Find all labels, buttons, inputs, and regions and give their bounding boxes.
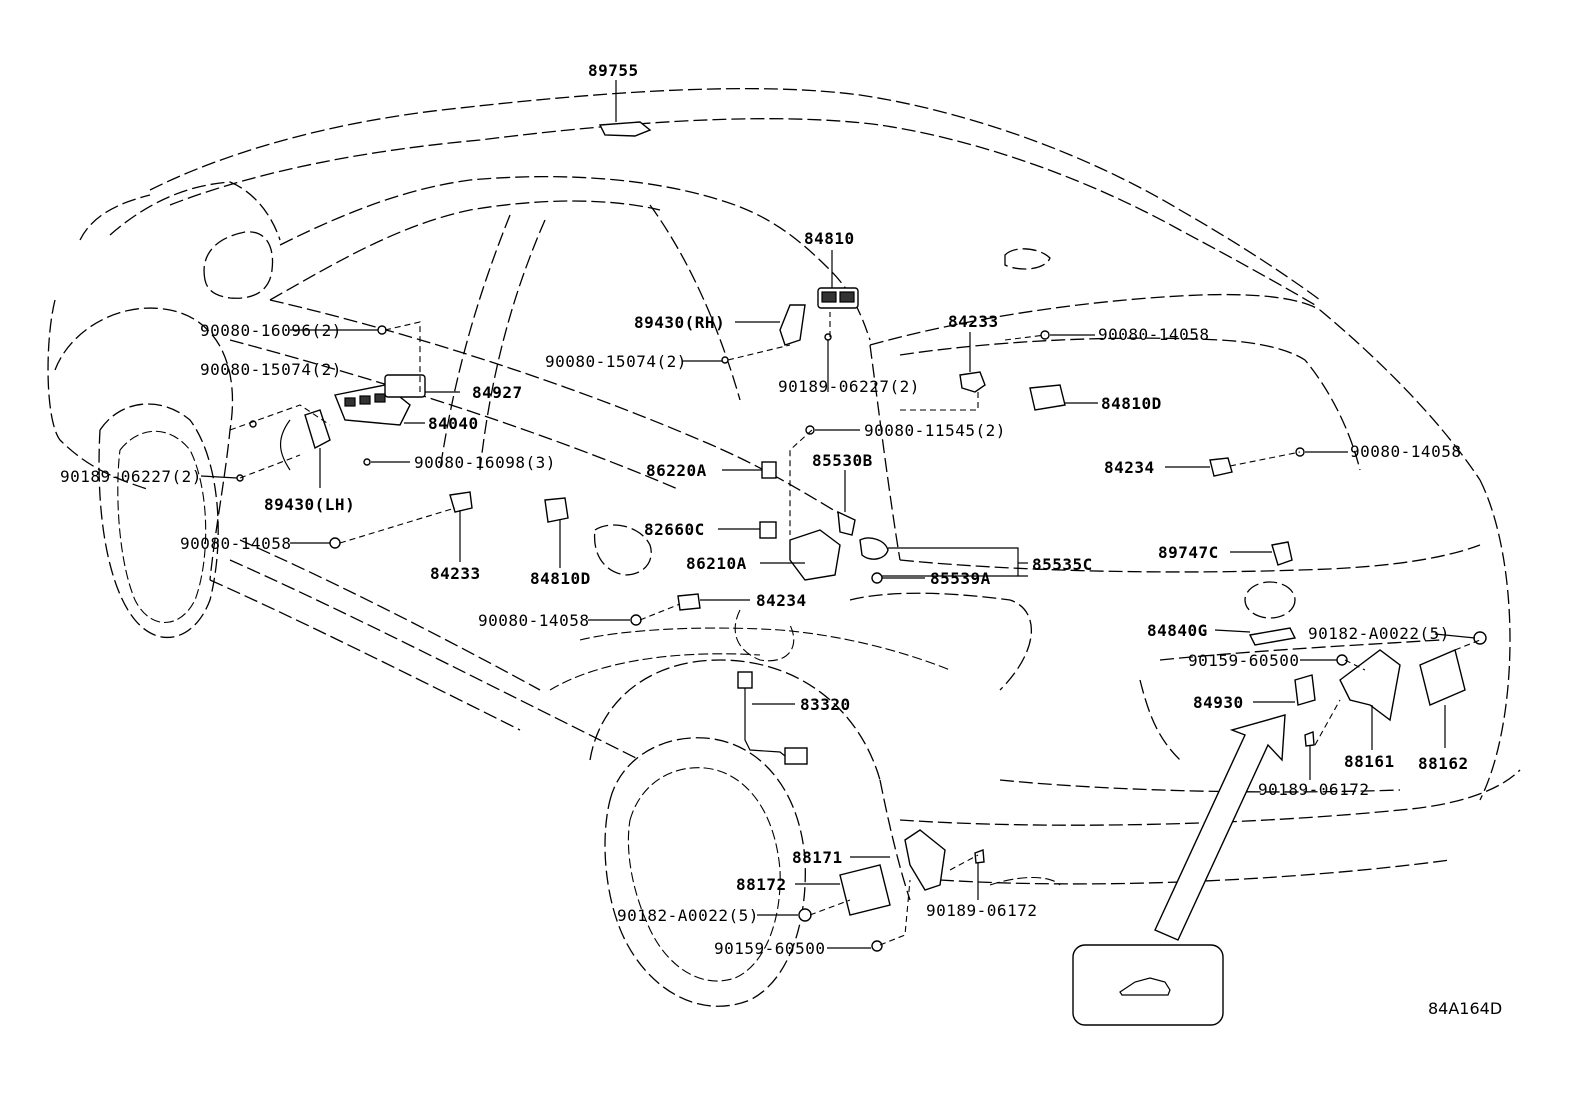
module-88172	[839, 864, 891, 916]
label-90189-06172-rh: 90189-06172	[1258, 780, 1369, 799]
switch-84840g	[1248, 627, 1297, 646]
switch-84233-rh	[959, 371, 986, 393]
sensor-89430-lh	[304, 409, 331, 450]
part-85530b	[837, 510, 856, 536]
label-89755: 89755	[588, 61, 639, 80]
sensor-83320-harness	[744, 680, 791, 761]
label-86210a: 86210A	[686, 554, 747, 573]
label-89747c: 89747C	[1158, 543, 1219, 562]
module-86210a	[789, 529, 841, 581]
switch-84234-lh	[677, 593, 701, 611]
label-90189-06227-rh: 90189-06227(2)	[778, 377, 920, 396]
label-90080-16098: 90080-16098(3)	[414, 453, 556, 472]
label-88162: 88162	[1418, 754, 1469, 773]
label-90159-60500-rh: 90159-60500	[1188, 651, 1299, 670]
label-90080-14058-lh2: 90080-14058	[478, 611, 589, 630]
label-90080-11545: 90080-11545(2)	[864, 421, 1006, 440]
label-84810: 84810	[804, 229, 855, 248]
clip-90189-06172-lh	[974, 849, 985, 864]
label-83320: 83320	[800, 695, 851, 714]
label-88172: 88172	[736, 875, 787, 894]
label-89430-rh: 89430(RH)	[634, 313, 725, 332]
screw-90080-16096	[377, 325, 387, 335]
module-88162	[1419, 649, 1466, 706]
part-86220a	[761, 461, 777, 479]
part-84930	[1294, 674, 1316, 706]
label-82660c: 82660C	[644, 520, 705, 539]
label-85539a: 85539A	[930, 569, 991, 588]
switch-84234-rh	[1209, 457, 1233, 477]
screw-90080-11545	[805, 425, 815, 435]
diagram-code: 84A164D	[1428, 999, 1502, 1018]
view-direction-arrow	[1154, 714, 1286, 941]
part-82660c	[759, 521, 777, 539]
label-84040: 84040	[428, 414, 479, 433]
label-89430-lh: 89430(LH)	[264, 495, 355, 514]
screw-90080-16098	[363, 458, 371, 466]
bolt-90159-lh	[871, 940, 883, 952]
label-90080-14058-rh: 90080-14058	[1098, 325, 1209, 344]
sensor-89430-rh	[779, 304, 806, 346]
label-84840g: 84840G	[1147, 621, 1208, 640]
leader-lines	[200, 80, 1481, 949]
switch-84810d-rh	[1029, 384, 1066, 411]
view-inset-box	[1072, 944, 1224, 1026]
parts-drawings	[236, 121, 1487, 952]
label-90182-a0022-rh: 90182-A0022(5)	[1308, 624, 1450, 643]
label-86220a: 86220A	[646, 461, 707, 480]
label-90189-06227-lh: 90189-06227(2)	[60, 467, 202, 486]
label-85535c: 85535C	[1032, 555, 1093, 574]
label-84810d-rh: 84810D	[1101, 394, 1162, 413]
screw-90080-14058-lh2	[630, 614, 642, 626]
bracket-88161	[1339, 649, 1401, 722]
antenna-89755	[598, 121, 652, 137]
switch-84810d-lh	[544, 497, 569, 523]
label-84930: 84930	[1193, 693, 1244, 712]
label-84233-lh: 84233	[430, 564, 481, 583]
label-88171: 88171	[792, 848, 843, 867]
label-85530b: 85530B	[812, 451, 873, 470]
label-84927: 84927	[472, 383, 523, 402]
car-silhouette-icon	[1119, 977, 1171, 996]
label-90080-15074-rh: 90080-15074(2)	[545, 352, 687, 371]
label-90182-a0022-lh: 90182-A0022(5)	[617, 906, 759, 925]
clip-90189-06172-rh	[1304, 731, 1315, 747]
label-90080-16096: 90080-16096(2)	[200, 321, 342, 340]
label-90189-06172-lh: 90189-06172	[926, 901, 1037, 920]
label-90080-15074-lh: 90080-15074(2)	[200, 360, 342, 379]
bracket-88171	[904, 829, 946, 891]
switch-84927	[384, 374, 426, 398]
screw-90080-14058-lh	[329, 537, 341, 549]
nut-90182-lh	[798, 908, 812, 922]
socket-85535c	[859, 537, 889, 560]
bulb-85539a	[871, 572, 883, 584]
sensor-89747c	[1271, 541, 1293, 566]
label-88161: 88161	[1344, 752, 1395, 771]
label-90159-60500-lh: 90159-60500	[714, 939, 825, 958]
label-90080-14058-rh2: 90080-14058	[1350, 442, 1461, 461]
part-labels: 89755 84810 89430(RH) 90080-15074(2) 901…	[60, 61, 1502, 1018]
label-84234-rh: 84234	[1104, 458, 1155, 477]
label-84810d-lh: 84810D	[530, 569, 591, 588]
screw-90080-15074-rh	[721, 356, 729, 364]
label-90080-14058-lh: 90080-14058	[180, 534, 291, 553]
label-84234-lh: 84234	[756, 591, 807, 610]
label-84233-rh: 84233	[948, 312, 999, 331]
switch-84233-lh	[449, 491, 473, 513]
